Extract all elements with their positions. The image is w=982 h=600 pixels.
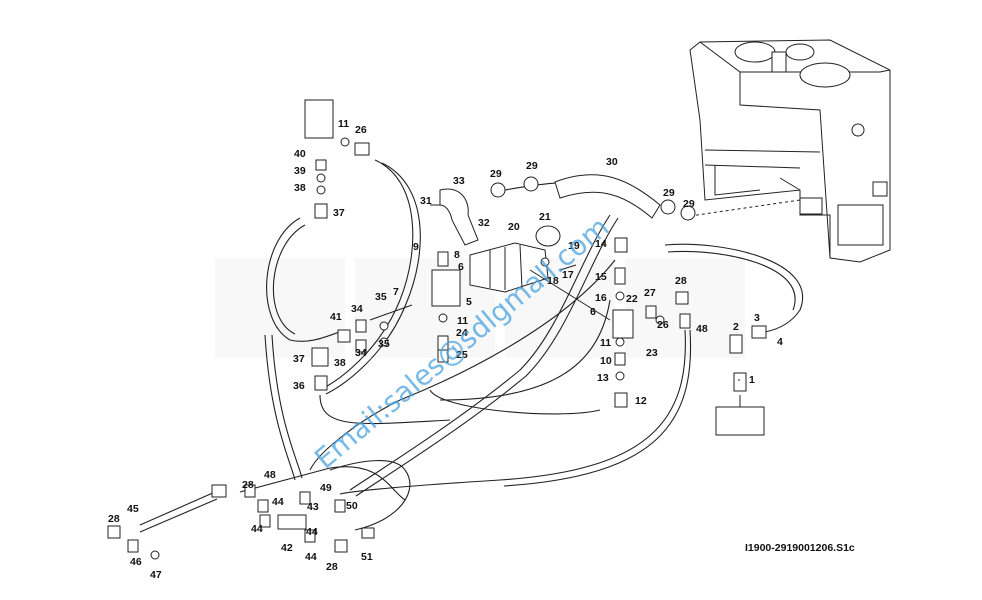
callout-11a: 11 [338, 118, 349, 130]
callout-29b: 29 [526, 160, 538, 172]
callout-47: 47 [150, 569, 162, 581]
callout-10: 10 [600, 355, 612, 367]
callout-1: 1 [749, 374, 755, 386]
callout-45: 45 [127, 503, 139, 515]
callout-39: 39 [294, 165, 306, 177]
drawing-code: I1900-2919001206.S1c [745, 542, 855, 554]
callout-38b: 38 [334, 357, 346, 369]
callout-28b: 28 [242, 479, 254, 491]
callout-22: 22 [626, 293, 638, 305]
callout-30: 30 [606, 156, 618, 168]
gear-pump [469, 225, 561, 293]
callout-17: 17 [562, 269, 574, 281]
callout-2: 2 [733, 321, 739, 333]
callout-16: 16 [595, 292, 607, 304]
callout-11b: 11 [457, 315, 468, 327]
callout-26b: 26 [657, 319, 669, 331]
callout-29a: 29 [490, 168, 502, 180]
callout-4: 4 [777, 336, 783, 348]
callout-37a: 37 [333, 207, 345, 219]
callout-48a: 48 [264, 469, 276, 481]
callout-43: 43 [307, 501, 319, 513]
callout-38a: 38 [294, 182, 306, 194]
callout-19: 19 [568, 240, 580, 252]
callout-34a: 34 [351, 303, 363, 315]
callout-labels: 1 2 3 4 5 6 6 7 8 9 10 11 11 11 12 13 14… [108, 118, 783, 581]
callout-33: 33 [453, 175, 465, 187]
callout-48b: 48 [696, 323, 708, 335]
callout-40: 40 [294, 148, 306, 160]
callout-20: 20 [508, 221, 520, 233]
callout-23: 23 [646, 347, 658, 359]
callout-35a: 35 [375, 291, 387, 303]
callout-6a: 6 [458, 261, 464, 273]
callout-7: 7 [393, 286, 399, 298]
callout-35b: 35 [378, 338, 390, 350]
callout-44c: 44 [306, 526, 318, 538]
callout-44b: 44 [251, 523, 263, 535]
callout-37b: 37 [293, 353, 305, 365]
valve-blocks [277, 99, 765, 530]
callout-18: 18 [547, 275, 559, 287]
callout-25: 25 [456, 349, 468, 361]
callout-8: 8 [454, 249, 460, 261]
callout-15: 15 [595, 271, 607, 283]
callout-6b: 6 [590, 306, 596, 318]
callout-36: 36 [293, 380, 305, 392]
callout-41: 41 [330, 311, 342, 323]
callout-32: 32 [478, 217, 490, 229]
callout-26a: 26 [355, 124, 367, 136]
pump-suction-pipe [439, 174, 696, 246]
callout-27: 27 [644, 287, 656, 299]
callout-28d: 28 [326, 561, 338, 573]
callout-34b: 34 [355, 347, 367, 359]
callout-29c: 29 [663, 187, 675, 199]
callout-51: 51 [361, 551, 373, 563]
callout-31: 31 [420, 195, 432, 207]
callout-50: 50 [346, 500, 358, 512]
callout-42: 42 [281, 542, 293, 554]
callout-3: 3 [754, 312, 760, 324]
callout-46: 46 [130, 556, 142, 568]
callout-24: 24 [456, 327, 468, 339]
hoses [139, 159, 803, 533]
callout-11c: 11 [600, 337, 611, 349]
callout-9: 9 [413, 241, 419, 253]
callout-14: 14 [595, 238, 607, 250]
hydraulic-tank [689, 39, 891, 263]
callout-49: 49 [320, 482, 332, 494]
callout-28c: 28 [108, 513, 120, 525]
callout-21: 21 [539, 211, 551, 223]
callout-29d: 29 [683, 198, 695, 210]
callout-12: 12 [635, 395, 647, 407]
callout-44a: 44 [272, 496, 284, 508]
leader-lines [369, 204, 740, 381]
callout-13: 13 [597, 372, 609, 384]
callout-44d: 44 [305, 551, 317, 563]
callout-28a: 28 [675, 275, 687, 287]
callout-5: 5 [466, 296, 472, 308]
fittings [107, 137, 767, 560]
